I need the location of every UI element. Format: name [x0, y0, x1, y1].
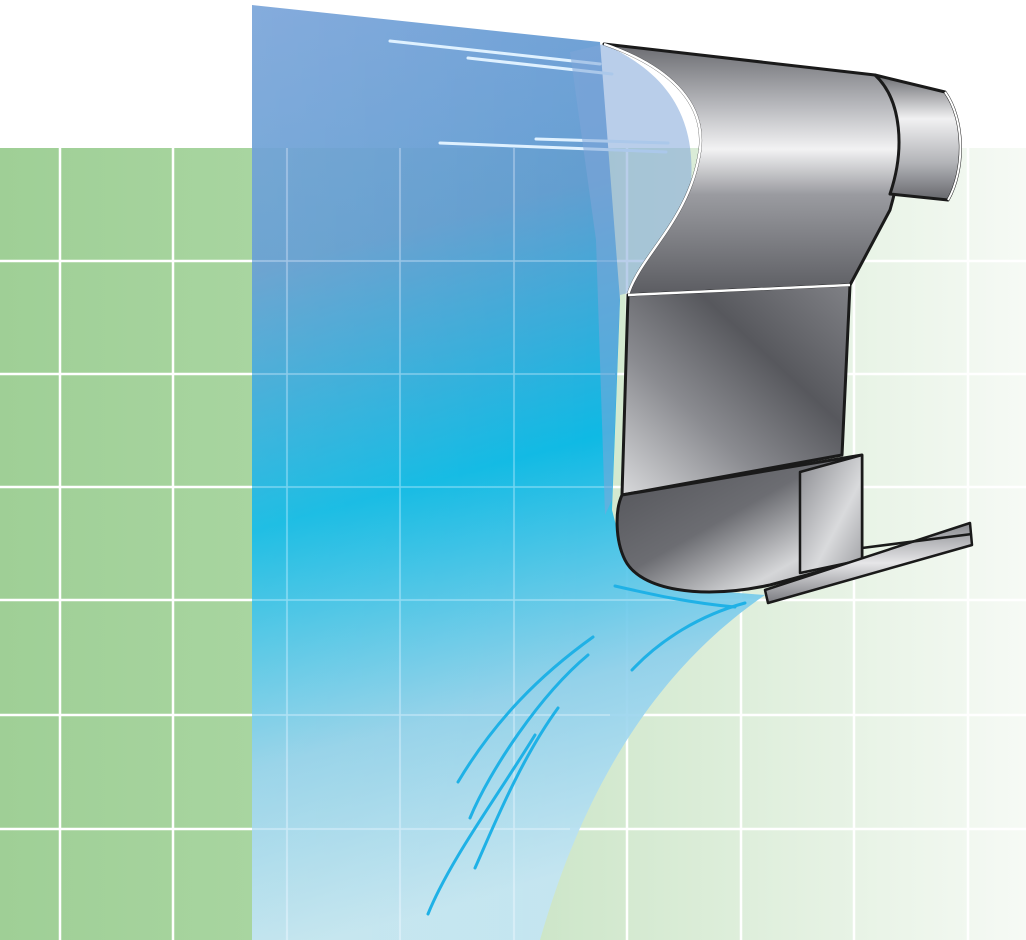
flap-panel: [800, 455, 862, 573]
